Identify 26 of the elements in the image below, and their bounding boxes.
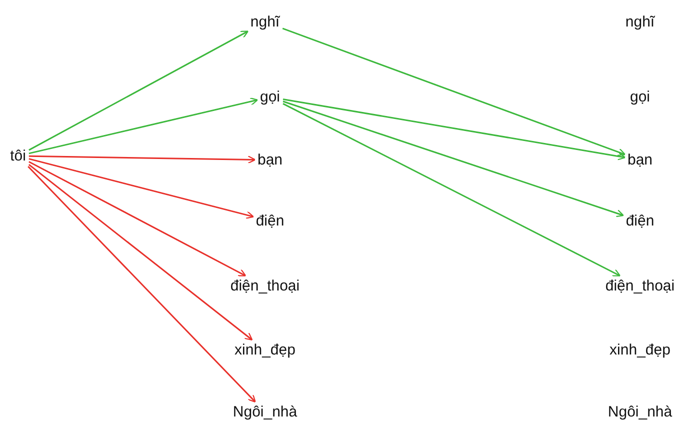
word-label: xinh_đẹp [606,340,674,360]
word-label: gọi [256,86,284,108]
word-label: bạn [254,150,286,170]
word-label: nghĩ [622,12,658,32]
arrow [28,155,256,164]
word-label: gọi [626,86,654,108]
word-label: xinh_đẹp [232,340,298,360]
arrow [28,164,253,340]
word-label: tôi [7,146,29,166]
arrow [282,100,624,218]
word-label: Ngôi_nhà [604,402,676,422]
arrow [282,98,626,160]
word-label: nghĩ [247,12,283,32]
word-label: bạn [624,150,656,170]
arrow [28,158,254,219]
arrow [28,166,256,403]
word-label: điện_thoại [602,276,678,296]
word-label: điện [252,210,288,232]
arrow [28,161,246,276]
arrow [28,30,249,151]
word-label: Ngôi_nhà [230,402,300,422]
word-label: điện [622,210,658,232]
word-label: điện_thoại [227,276,303,296]
arrow [28,98,258,154]
arrow [282,102,621,276]
arrow [282,28,626,156]
